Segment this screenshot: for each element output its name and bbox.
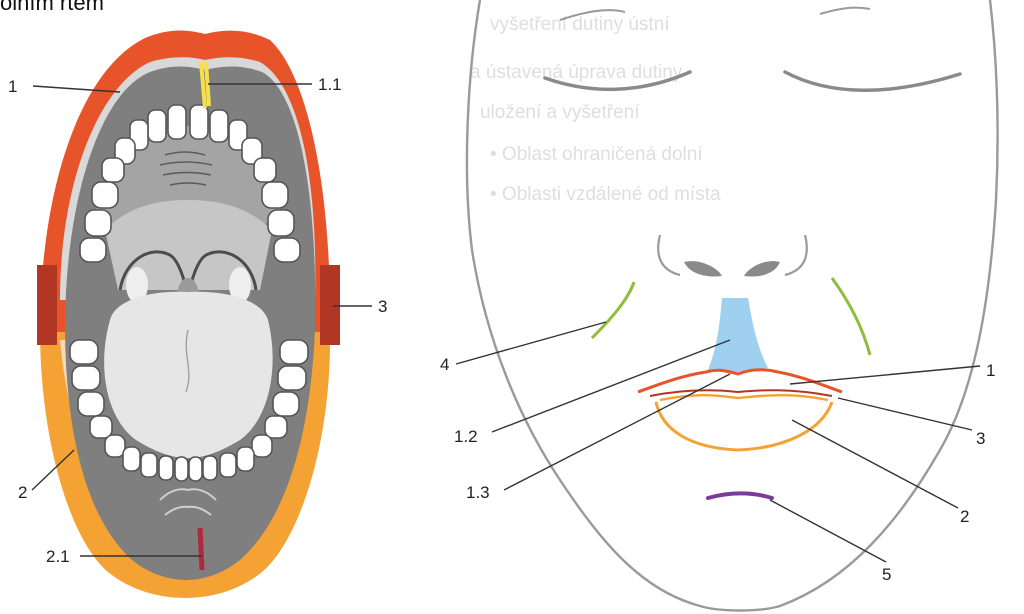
bg-text-line: uložení a vyšetření — [480, 102, 640, 123]
left-nasolabial-fold — [590, 281, 636, 340]
right-tonsil — [229, 267, 251, 303]
mouth-line — [649, 389, 833, 397]
lower-lip-vermilion — [659, 394, 829, 402]
right-nostril — [744, 261, 780, 277]
face-label-5: 5 — [882, 565, 891, 584]
left-eye — [543, 70, 692, 92]
mouth-label-3: 3 — [378, 297, 387, 316]
eyes — [543, 70, 962, 92]
bg-text-line: vyšetření dutiny ústní — [490, 14, 670, 35]
bg-text-line: • Oblast ohraničená dolní — [490, 144, 703, 165]
mouth-label-1-1: 1.1 — [318, 75, 342, 94]
left-commissure — [37, 265, 57, 345]
face-outline — [465, 0, 999, 612]
sublingual-folds — [159, 488, 217, 516]
tongue-median-sulcus — [185, 329, 190, 393]
bg-text-line: a ústavená úprava dutiny — [470, 62, 683, 83]
mouth-label-2-1: 2.1 — [46, 547, 70, 566]
lower-lip-outline — [654, 401, 834, 452]
nose — [657, 234, 808, 277]
face-label-1-3: 1.3 — [466, 483, 490, 502]
lower-teeth — [69, 339, 309, 482]
lower-lip-frenulum — [197, 527, 205, 571]
mouth-label-1: 1 — [8, 77, 17, 96]
face-illustration — [465, 0, 999, 612]
upper-lip-frenulum — [199, 61, 211, 109]
soft-palate — [105, 200, 272, 290]
right-commissure — [320, 265, 340, 345]
background-text: vyšetření dutiny ústní a ústavená úprava… — [470, 14, 721, 205]
palatal-rugae — [159, 151, 213, 186]
upper-teeth — [79, 104, 301, 263]
mouth-label-2: 2 — [18, 483, 27, 502]
face-label-1-2: 1.2 — [454, 427, 478, 446]
face-label-3: 3 — [976, 429, 985, 448]
face-leader-lines — [455, 321, 981, 563]
face-label-2: 2 — [960, 507, 969, 526]
mouth-leader-lines — [31, 83, 372, 557]
chin-groove — [706, 491, 774, 500]
face-label-1: 1 — [986, 361, 995, 380]
mouth-labels: 1 1.1 3 2 2.1 — [8, 75, 387, 566]
upper-lip-outline — [637, 368, 843, 394]
left-nostril — [684, 261, 722, 277]
oral-cavity-illustration — [37, 30, 340, 598]
page-title: olním rtem — [0, 0, 104, 15]
right-eye — [783, 70, 962, 92]
face-labels: 4 1.2 1.3 1 3 2 5 — [440, 355, 995, 584]
face-label-4: 4 — [440, 355, 449, 374]
left-tonsil — [126, 267, 148, 303]
right-nasolabial-fold — [830, 277, 872, 356]
philtrum-region — [708, 298, 768, 372]
bg-text-line: • Oblasti vzdálené od místa — [490, 184, 721, 205]
brows — [559, 6, 871, 21]
